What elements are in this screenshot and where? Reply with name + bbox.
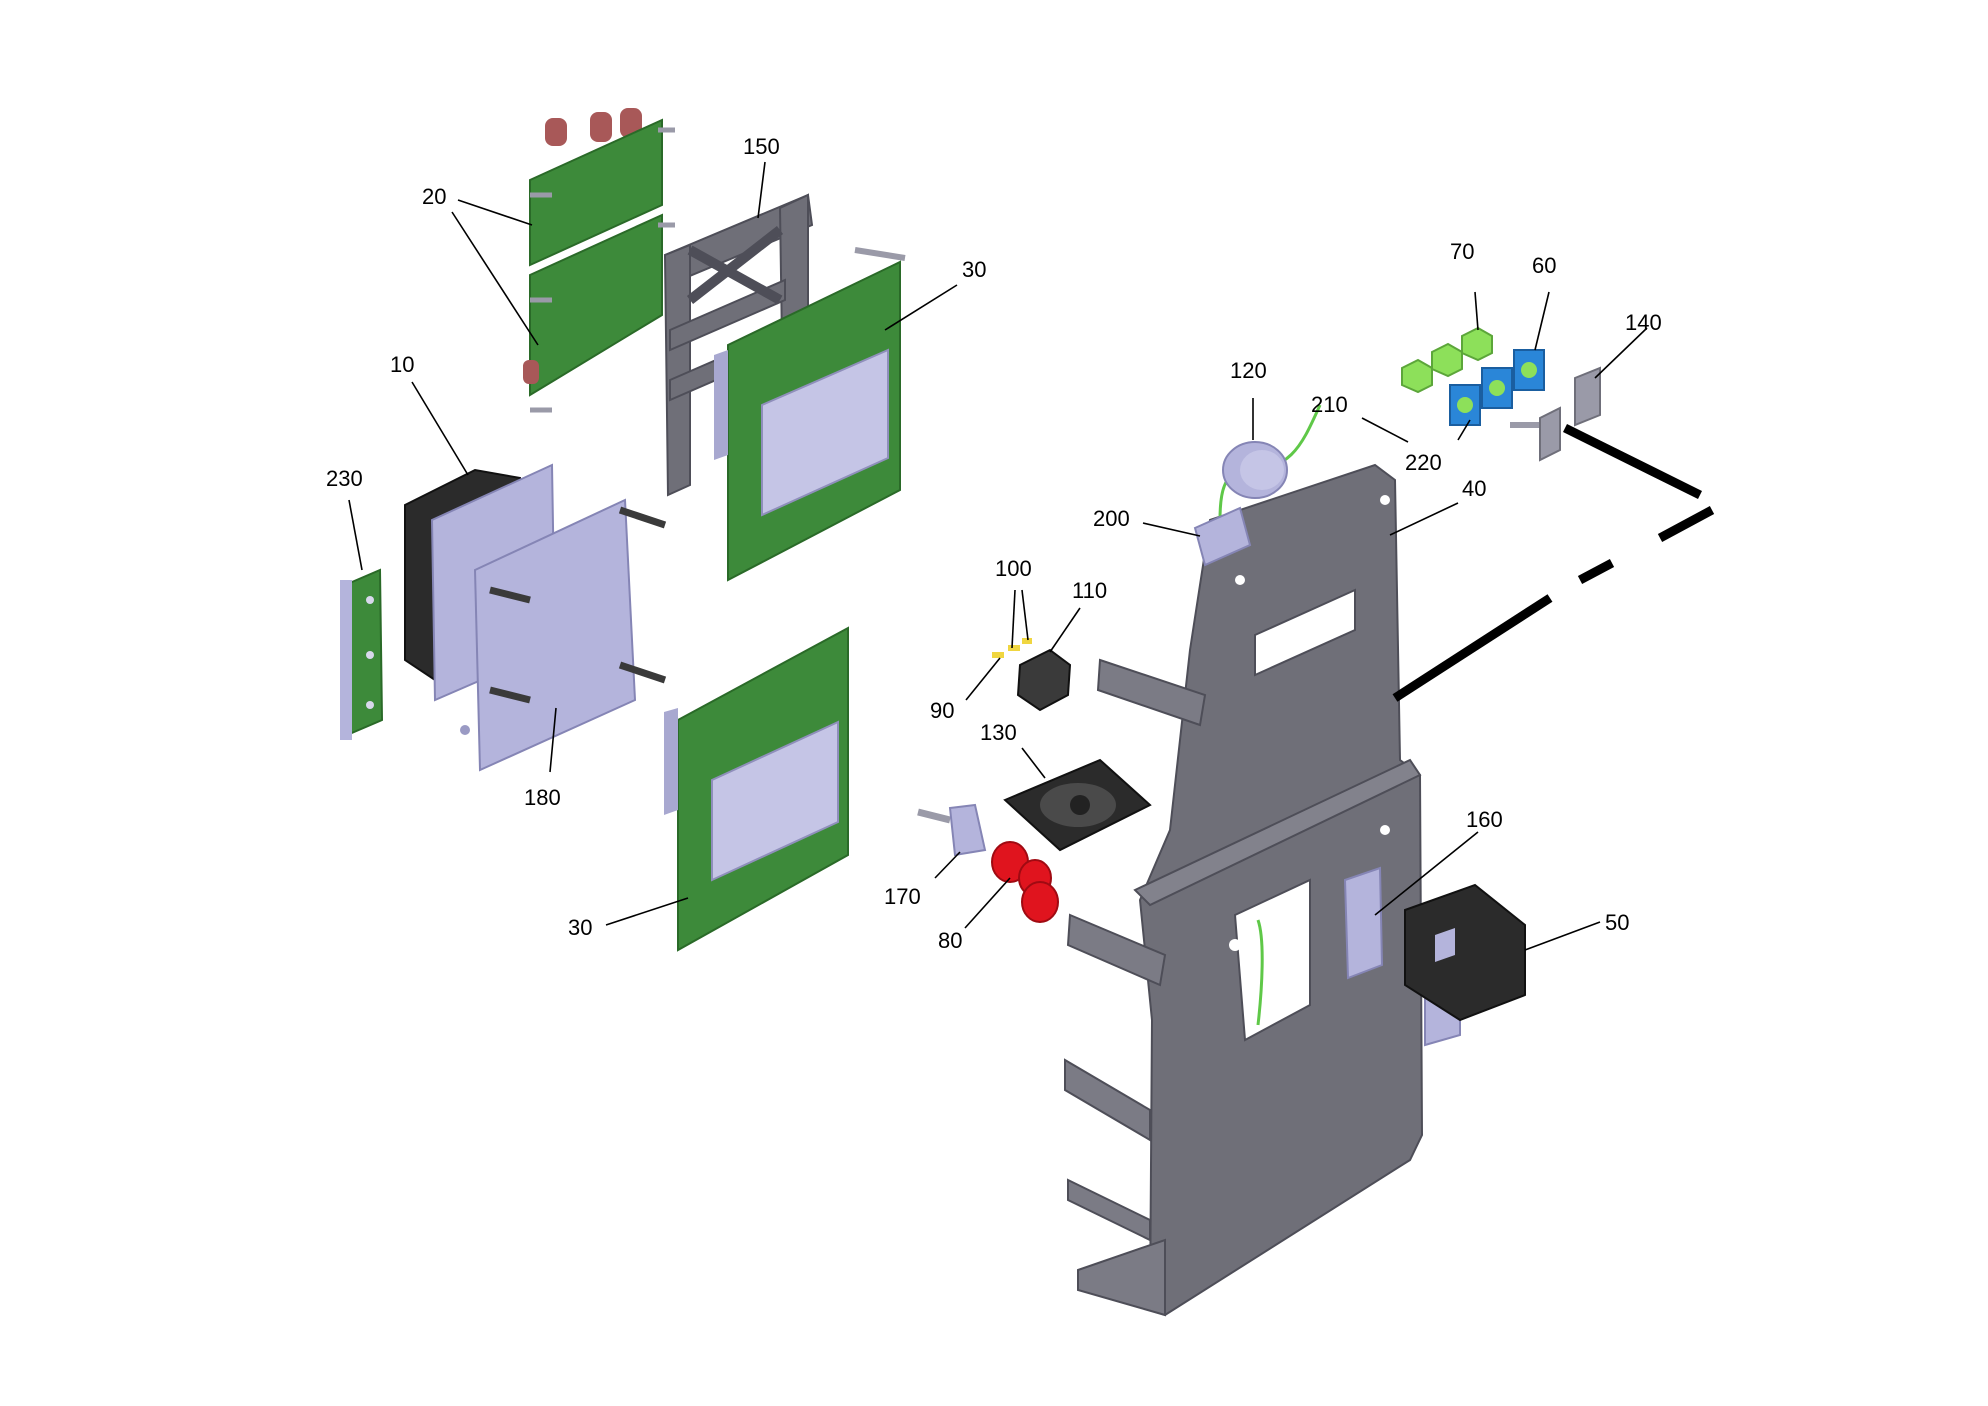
callout-60: 60 — [1532, 253, 1556, 278]
callout-160: 160 — [1466, 807, 1503, 832]
callout-80: 80 — [938, 928, 962, 953]
callout-90: 90 — [930, 698, 954, 723]
callout-100: 100 — [995, 556, 1032, 581]
bracket-part-140 — [1510, 366, 1601, 462]
callout-30-upper: 30 — [962, 257, 986, 282]
pcb-large-upper-part-30 — [714, 247, 906, 582]
pcb-upper-part-20 — [523, 108, 675, 413]
fan-part-130 — [1003, 758, 1152, 852]
callout-170: 170 — [884, 884, 921, 909]
terminals-part-90-100 — [992, 638, 1032, 658]
callout-20: 20 — [422, 184, 446, 209]
frame-bracket-part-150 — [663, 193, 814, 497]
chassis-plate-part-40 — [1064, 463, 1424, 1317]
callout-130: 130 — [980, 720, 1017, 745]
power-module-part-50 — [1404, 883, 1526, 1022]
callout-50: 50 — [1605, 910, 1629, 935]
callout-10: 10 — [390, 352, 414, 377]
callout-70: 70 — [1450, 239, 1474, 264]
callout-150: 150 — [743, 134, 780, 159]
ground-wire-lower — [1256, 919, 1264, 1026]
callout-220: 220 — [1405, 450, 1442, 475]
mounting-plate-part-180 — [460, 498, 667, 772]
callout-210: 210 — [1311, 392, 1348, 417]
pcb-large-lower-part-30 — [664, 626, 849, 952]
connector-part-110 — [1016, 648, 1072, 712]
callout-230: 230 — [326, 466, 363, 491]
leader-lines — [348, 161, 1648, 951]
power-cable — [1392, 423, 1715, 702]
callout-30-lower: 30 — [568, 915, 592, 940]
callout-120: 120 — [1230, 358, 1267, 383]
terminal-board-part-230 — [340, 568, 384, 740]
motor-part-120 — [1222, 441, 1288, 499]
callout-140: 140 — [1625, 310, 1662, 335]
holders-part-60-220 — [1449, 349, 1545, 426]
callout-110: 110 — [1072, 578, 1107, 603]
knob-part-170 — [917, 803, 987, 857]
bracket-part-200 — [1193, 506, 1252, 567]
callout-labels: 10 20 30 30 40 50 60 70 80 90 100 110 12… — [326, 134, 1662, 953]
red-fittings-part-80 — [991, 841, 1059, 923]
callout-40: 40 — [1462, 476, 1486, 501]
callout-180: 180 — [524, 785, 561, 810]
nuts-part-70 — [1401, 326, 1493, 394]
callout-200: 200 — [1093, 506, 1130, 531]
